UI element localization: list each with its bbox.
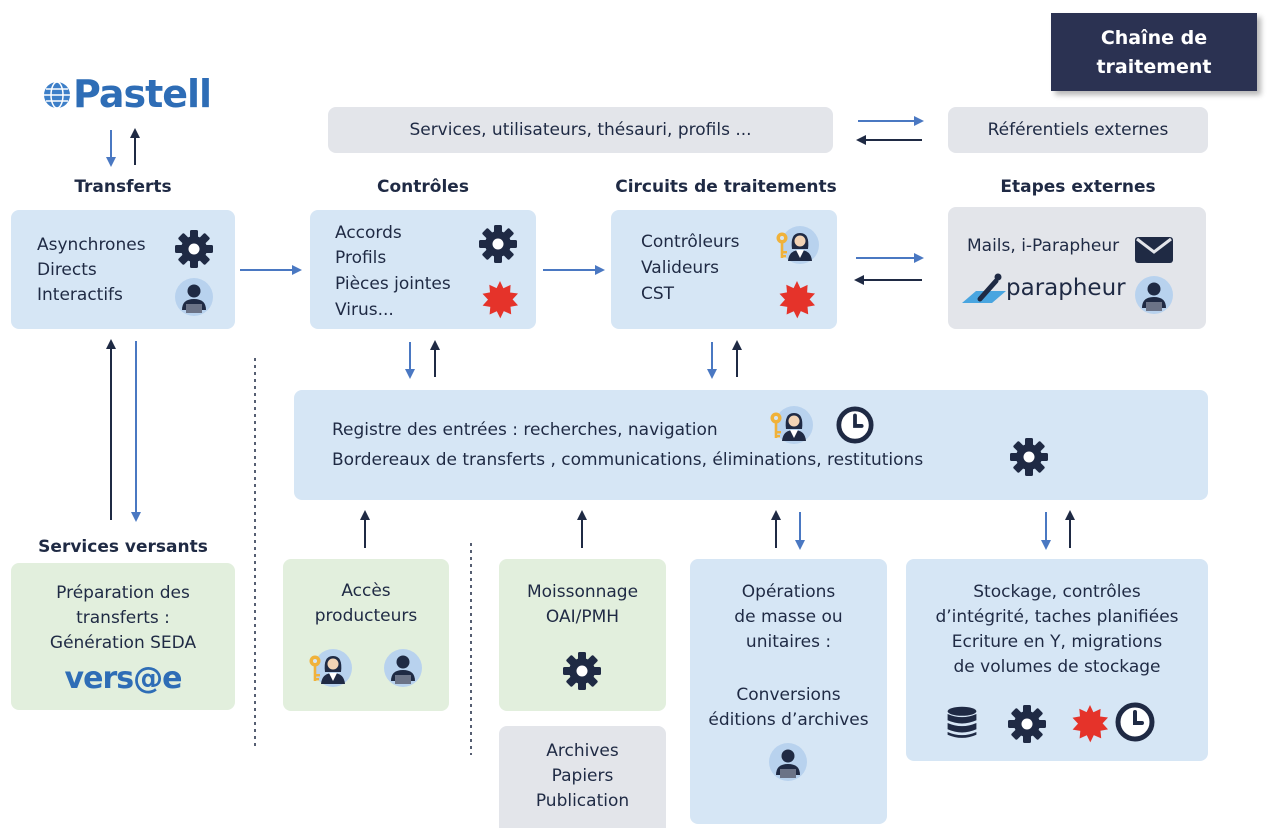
controles-box: Accords Profils Pièces jointes Virus... (310, 210, 536, 329)
services-versants-line: transferts : (76, 608, 170, 628)
circuits-header: Circuits de traitements (615, 177, 837, 197)
parapheur-wordmark: parapheur (1006, 275, 1126, 301)
controles-line: Profils (335, 248, 387, 268)
stockage-line: Ecriture en Y, migrations (951, 632, 1163, 652)
operations-line: unitaires : (745, 632, 832, 652)
services-versants-line: Préparation des (56, 583, 190, 603)
operations-line: Opérations (741, 582, 836, 602)
controles-line: Pièces jointes (335, 274, 451, 294)
moissonnage-line: Moissonnage (526, 582, 639, 602)
mails-text: Mails, i-Parapheur (967, 236, 1120, 256)
referentiels-box: Référentiels externes (948, 107, 1208, 153)
page-title: Chaîne de traitement (1051, 13, 1257, 91)
acces-line: producteurs (314, 606, 418, 626)
archives-papiers-box: Archives Papiers Publication (499, 726, 666, 828)
archives-line: Papiers (551, 766, 614, 786)
circuits-line: Contrôleurs (641, 232, 740, 252)
circuits-box: Contrôleurs Valideurs CST (611, 210, 837, 329)
stockage-box: Stockage, contrôles d’intégrité, taches … (906, 559, 1208, 761)
operations-line: éditions d’archives (708, 710, 869, 730)
moissonnage-line: OAI/PMH (545, 607, 620, 627)
stockage-line: d’intégrité, taches planifiées (935, 607, 1179, 627)
circuits-line: Valideurs (641, 258, 720, 278)
pastell-wordmark: Pastell (73, 72, 212, 116)
services-versants-header: Services versants (38, 537, 208, 557)
transferts-box: Asynchrones Directs Interactifs (11, 210, 235, 329)
registre-box: Registre des entrées : recherches, navig… (294, 390, 1208, 500)
etapes-header: Etapes externes (1000, 177, 1156, 197)
versae-logo: vers@e (64, 661, 183, 696)
stockage-line: de volumes de stockage (953, 657, 1161, 677)
transferts-line: Asynchrones (37, 235, 146, 255)
services-bar-text: Services, utilisateurs, thésauri, profil… (409, 120, 752, 140)
operations-line: de masse ou (734, 607, 843, 627)
parapheur-logo-icon (962, 273, 1006, 303)
controles-header: Contrôles (377, 177, 469, 197)
operations-box: Opérations de masse ou unitaires : Conve… (690, 559, 887, 824)
transferts-header: Transferts (74, 177, 172, 197)
referentiels-text: Référentiels externes (987, 120, 1169, 140)
services-versants-box: Préparation des transferts : Génération … (11, 563, 235, 710)
services-bar: Services, utilisateurs, thésauri, profil… (328, 107, 833, 153)
transferts-line: Interactifs (37, 285, 123, 305)
registre-line-1: Registre des entrées : recherches, navig… (332, 420, 718, 440)
operations-line: Conversions (736, 685, 841, 705)
services-versants-line: Génération SEDA (49, 633, 197, 653)
circuits-line: CST (641, 284, 675, 304)
registre-line-2: Bordereaux de transferts , communication… (332, 450, 924, 470)
etapes-box: Mails, i-Parapheur parapheur (948, 207, 1206, 329)
dashed-separators (254, 358, 472, 755)
stockage-line: Stockage, contrôles (973, 582, 1141, 602)
acces-box: Accès producteurs (283, 559, 449, 711)
archives-line: Archives (546, 741, 619, 761)
globe-icon (44, 81, 70, 109)
transferts-line: Directs (37, 260, 97, 280)
moissonnage-box: Moissonnage OAI/PMH (499, 559, 666, 711)
controles-line: Virus... (335, 300, 394, 320)
archives-line: Publication (535, 791, 630, 811)
controles-line: Accords (335, 223, 402, 243)
envelope-icon (1135, 237, 1173, 263)
acces-line: Accès (341, 581, 391, 601)
